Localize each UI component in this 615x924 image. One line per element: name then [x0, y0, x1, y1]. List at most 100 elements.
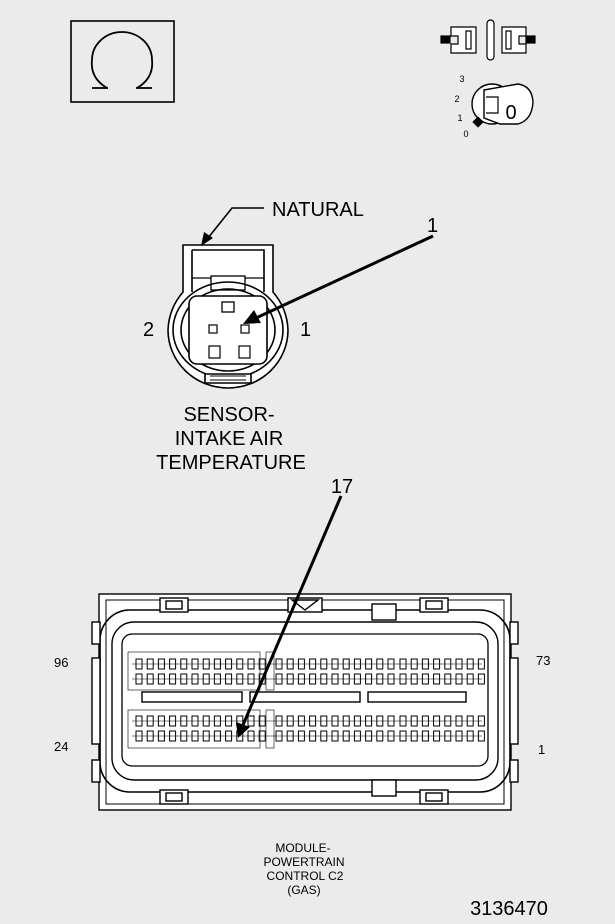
pin-cavity	[477, 673, 485, 685]
ignition-position-0: 0	[463, 129, 468, 139]
pin-cavity	[342, 673, 350, 685]
pin-cavity	[286, 730, 294, 742]
sensor-cavity-1	[240, 324, 250, 334]
pin-cavity	[146, 658, 154, 670]
pin-cavity	[247, 673, 255, 685]
ignition-switch-icon: 0 3 2 1 0	[454, 74, 534, 139]
pin-cavity	[225, 715, 233, 727]
pin-cavity	[202, 673, 210, 685]
pin-block-outline	[127, 709, 261, 749]
pin-cavity	[275, 658, 283, 670]
pin-cavity	[410, 715, 418, 727]
pin-cavity	[135, 658, 143, 670]
pin-cavity	[320, 715, 328, 727]
ignition-position-1: 1	[457, 113, 462, 123]
pcm-callout-number: 17	[331, 476, 353, 498]
pin-cavity	[213, 715, 221, 727]
pin-cavity	[421, 715, 429, 727]
pcm-connector	[91, 593, 519, 811]
pcm-title-line-1: MODULE-	[275, 841, 330, 855]
pin-cavity	[309, 715, 317, 727]
pin-cavity	[444, 673, 452, 685]
pin-cavity	[320, 730, 328, 742]
pin-cavity	[365, 658, 373, 670]
pin-cavity	[247, 715, 255, 727]
ignition-position-3: 3	[459, 74, 464, 84]
pin-cavity	[331, 715, 339, 727]
pin-cavity	[455, 730, 463, 742]
pin-cavity	[342, 715, 350, 727]
sensor-latch	[221, 301, 235, 313]
pin-cavity	[433, 715, 441, 727]
pin-cavity	[297, 730, 305, 742]
pin-cavity	[213, 673, 221, 685]
pin-cavity	[202, 658, 210, 670]
pin-cavity	[146, 715, 154, 727]
pin-cavity	[180, 730, 188, 742]
sensor-callout-number: 1	[427, 215, 438, 237]
pin-cavity	[191, 658, 199, 670]
pin-cavity	[342, 730, 350, 742]
pin-cavity	[236, 658, 244, 670]
pin-cavity	[455, 658, 463, 670]
pin-cavity	[157, 673, 165, 685]
ohm-icon	[90, 31, 154, 89]
pin-cavity	[225, 730, 233, 742]
pin-cavity	[433, 673, 441, 685]
pin-cavity	[387, 730, 395, 742]
pin-cavity	[410, 673, 418, 685]
pin-cavity	[410, 730, 418, 742]
key-icon	[483, 83, 534, 125]
pin-cavity	[365, 715, 373, 727]
pcm-pin-24-label: 24	[54, 739, 68, 754]
pin-cavity	[387, 673, 395, 685]
pin-cavity	[365, 730, 373, 742]
pin-cavity	[275, 673, 283, 685]
pin-cavity	[477, 730, 485, 742]
pcm-pin-1-label: 1	[538, 742, 545, 757]
pin-cavity	[157, 730, 165, 742]
pin-cavity	[353, 658, 361, 670]
pin-cavity	[191, 730, 199, 742]
pin-cavity	[455, 673, 463, 685]
pin-cavity	[466, 730, 474, 742]
pin-cavity	[353, 715, 361, 727]
pin-cavity	[258, 730, 266, 742]
pin-cavity	[421, 730, 429, 742]
pcm-pin-73-label: 73	[536, 653, 550, 668]
pin-cavity	[387, 658, 395, 670]
pin-cavity	[157, 658, 165, 670]
ohmmeter-symbol	[70, 20, 175, 103]
pin-cavity	[275, 730, 283, 742]
pin-cavity	[169, 730, 177, 742]
pin-block-outline	[127, 651, 261, 691]
pin-cavity	[191, 715, 199, 727]
pin-cavity	[399, 730, 407, 742]
pin-cavity	[135, 673, 143, 685]
pin-cavity	[286, 673, 294, 685]
pin-cavity	[247, 658, 255, 670]
pin-cavity	[433, 730, 441, 742]
pin-cavity	[309, 673, 317, 685]
pin-cavity	[309, 730, 317, 742]
pin-cavity	[286, 658, 294, 670]
pin-cavity	[399, 673, 407, 685]
sensor-pin-2-label: 2	[143, 319, 154, 341]
pin-cavity	[466, 658, 474, 670]
pin-cavity	[169, 715, 177, 727]
pin-cavity	[213, 730, 221, 742]
pin-cavity	[258, 715, 266, 727]
sensor-color-label: NATURAL	[272, 199, 364, 221]
pin-cavity	[320, 673, 328, 685]
pin-cavity	[433, 658, 441, 670]
pin-cavity	[376, 673, 384, 685]
pin-cavity	[297, 715, 305, 727]
pin-cavity	[331, 658, 339, 670]
pin-cavity	[135, 715, 143, 727]
pin-cavity	[146, 673, 154, 685]
pin-cavity	[146, 730, 154, 742]
sensor-callout-arrow	[243, 234, 434, 324]
pcm-title-line-3: CONTROL C2	[267, 869, 344, 883]
pin-cavity	[342, 658, 350, 670]
